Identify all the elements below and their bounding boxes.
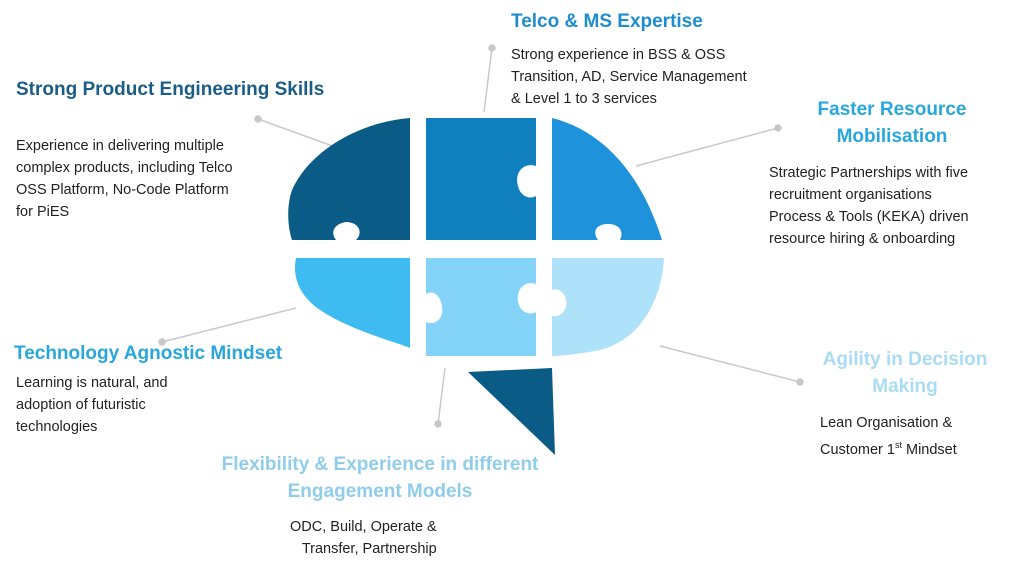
connector-resource (635, 127, 779, 167)
agility-line-2-prefix: Customer 1 (820, 441, 895, 458)
agility-line: Lean Organisation & (820, 415, 953, 431)
connector-technology (161, 307, 297, 343)
product-engineering-line: OSS Platform, No-Code Platform (16, 182, 229, 198)
resource-mobilisation-line: Strategic Partnerships with five (769, 165, 969, 181)
flexibility-line: ODC, Build, Operate & (290, 519, 437, 535)
product-engineering-description: Experience in delivering multiple comple… (16, 135, 233, 223)
agility-line-2: Customer 1st Mindset (820, 434, 957, 461)
agility-line-2-sup: st (894, 440, 902, 450)
resource-mobilisation-title-line: Mobilisation (836, 126, 948, 147)
piece-top-right (552, 118, 662, 240)
resource-mobilisation-line: resource hiring & onboarding (769, 231, 956, 247)
piece-top-middle (426, 118, 536, 240)
piece-top-left (288, 118, 410, 240)
connector-telco (483, 47, 493, 113)
technology-agnostic-title: Technology Agnostic Mindset (14, 343, 283, 364)
agility-title-line: Agility in Decision (822, 349, 988, 370)
technology-agnostic-line: Learning is natural, and (16, 375, 168, 391)
flexibility-title-line: Engagement Models (287, 481, 473, 502)
piece-bottom-right (552, 258, 664, 356)
agility-title: Agility in Decision Making (800, 346, 1010, 400)
flexibility-title-line: Flexibility & Experience in different (221, 454, 539, 475)
telco-ms-line: Strong experience in BSS & OSS (511, 47, 726, 63)
resource-mobilisation-title: Faster Resource Mobilisation (792, 96, 992, 150)
connector-agility (659, 345, 801, 383)
connector-flexibility (437, 367, 446, 425)
agility-description: Lean Organisation & Customer 1st Mindset (820, 412, 957, 461)
technology-agnostic-description: Learning is natural, and adoption of fut… (16, 372, 168, 438)
resource-mobilisation-line: recruitment organisations (769, 187, 932, 203)
product-engineering-line: Experience in delivering multiple (16, 138, 224, 154)
product-engineering-title: Strong Product Engineering Skills (16, 79, 325, 100)
connector-dot-agility (796, 378, 804, 386)
resource-mobilisation-description: Strategic Partnerships with five recruit… (769, 162, 969, 250)
resource-mobilisation-title-line: Faster Resource (817, 99, 967, 120)
telco-ms-line: & Level 1 to 3 services (511, 91, 657, 107)
telco-ms-title: Telco & MS Expertise (511, 11, 703, 32)
connector-dot-telco (488, 44, 496, 52)
telco-ms-description: Strong experience in BSS & OSS Transitio… (511, 44, 747, 110)
connector-product (257, 118, 339, 149)
connector-lines (158, 44, 804, 428)
agility-title-line: Making (872, 376, 938, 397)
technology-agnostic-line: adoption of futuristic (16, 397, 146, 413)
technology-agnostic-line: technologies (16, 419, 98, 435)
connector-dot-product (254, 115, 262, 123)
product-engineering-line: complex products, including Telco (16, 160, 233, 176)
flexibility-line: Transfer, Partnership (301, 541, 437, 557)
product-engineering-line: for PiES (16, 204, 70, 220)
agility-line-2-suffix: Mindset (901, 441, 957, 458)
brain-stem (468, 368, 555, 455)
connector-dot-flexibility (434, 420, 442, 428)
flexibility-title: Flexibility & Experience in different En… (190, 451, 570, 505)
connector-dot-resource (774, 124, 782, 132)
telco-ms-line: Transition, AD, Service Management (511, 69, 747, 85)
resource-mobilisation-line: Process & Tools (KEKA) driven (769, 209, 969, 225)
piece-bottom-middle (426, 258, 536, 356)
piece-bottom-left (295, 258, 410, 348)
flexibility-description: ODC, Build, Operate & Transfer, Partners… (290, 516, 437, 560)
connector-dot-technology (158, 338, 166, 346)
